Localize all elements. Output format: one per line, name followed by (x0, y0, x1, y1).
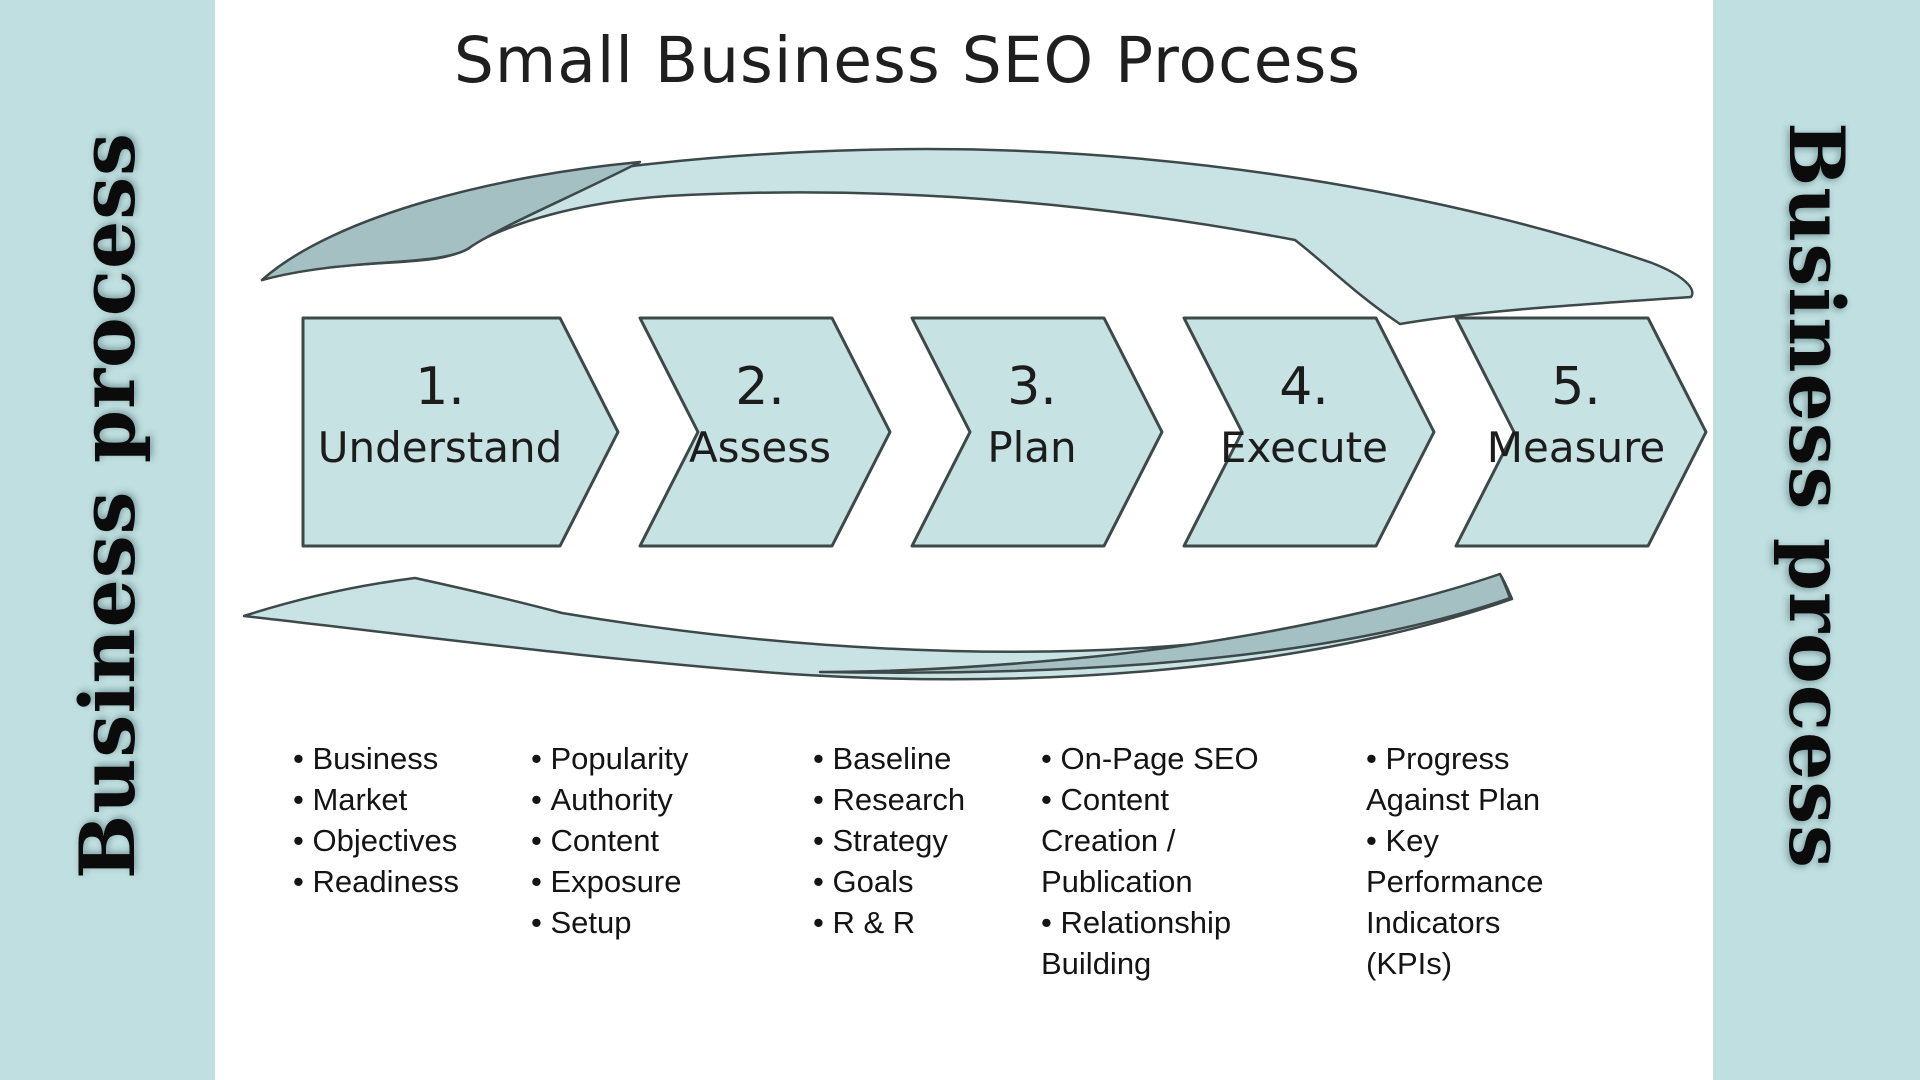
detail-item: Market (293, 779, 523, 820)
detail-item: Popularity (531, 738, 761, 779)
step-4-label: Execute (1220, 423, 1388, 472)
detail-item: Business (293, 738, 523, 779)
detail-item: Readiness (293, 861, 523, 902)
detail-item: Goals (813, 861, 1033, 902)
step-1-label: Understand (318, 423, 563, 472)
chevron-shape-5 (1454, 316, 1708, 548)
step-5-number: 5. (1551, 357, 1601, 417)
detail-item: Baseline (813, 738, 1033, 779)
cycle-forward-arrow-body (260, 147, 1694, 326)
detail-item: Setup (531, 902, 761, 943)
step-2-number: 2. (735, 357, 785, 417)
detail-item: Strategy (813, 820, 1033, 861)
detail-item: Exposure (531, 861, 761, 902)
cycle-return-arrow (242, 572, 1514, 681)
cycle-return-arrow-tail (818, 572, 1512, 674)
chevron-step-5: 5. Measure (1454, 316, 1708, 548)
detail-item: Authority (531, 779, 761, 820)
detail-item: Content (531, 820, 761, 861)
detail-item: Research (813, 779, 1033, 820)
step-4-details: On-Page SEO Content Creation / Publicati… (1041, 738, 1291, 984)
chevron-shape-2 (638, 316, 892, 548)
step-3-number: 3. (1007, 357, 1057, 417)
detail-item: Content Creation / Publication (1041, 779, 1291, 902)
chevron-step-4: 4. Execute (1182, 316, 1436, 548)
cycle-forward-arrow (260, 147, 1694, 326)
detail-item: Key Performance Indicators (KPIs) (1366, 820, 1581, 984)
chevron-step-2: 2. Assess (638, 316, 892, 548)
step-1-details: Business Market Objectives Readiness (293, 738, 523, 902)
cycle-forward-arrow-tail (260, 160, 642, 282)
detail-item: Relationship Building (1041, 902, 1291, 984)
chevron-shape-4 (1182, 316, 1436, 548)
detail-item: R & R (813, 902, 1033, 943)
step-3-label: Plan (987, 423, 1076, 472)
chevron-shape-3 (910, 316, 1164, 548)
step-4-number: 4. (1279, 357, 1329, 417)
step-3-details: Baseline Research Strategy Goals R & R (813, 738, 1033, 943)
step-2-label: Assess (689, 423, 831, 472)
chevron-shape-1 (301, 316, 620, 548)
step-5-details: Progress Against Plan Key Performance In… (1366, 738, 1581, 984)
step-1-number: 1. (415, 357, 465, 417)
detail-item: Objectives (293, 820, 523, 861)
step-2-details: Popularity Authority Content Exposure Se… (531, 738, 761, 943)
chevron-step-1: 1. Understand (301, 316, 620, 548)
step-5-label: Measure (1487, 423, 1666, 472)
detail-item: Progress Against Plan (1366, 738, 1581, 820)
chevron-step-3: 3. Plan (910, 316, 1164, 548)
page-title: Small Business SEO Process (453, 24, 1362, 97)
detail-item: On-Page SEO (1041, 738, 1291, 779)
